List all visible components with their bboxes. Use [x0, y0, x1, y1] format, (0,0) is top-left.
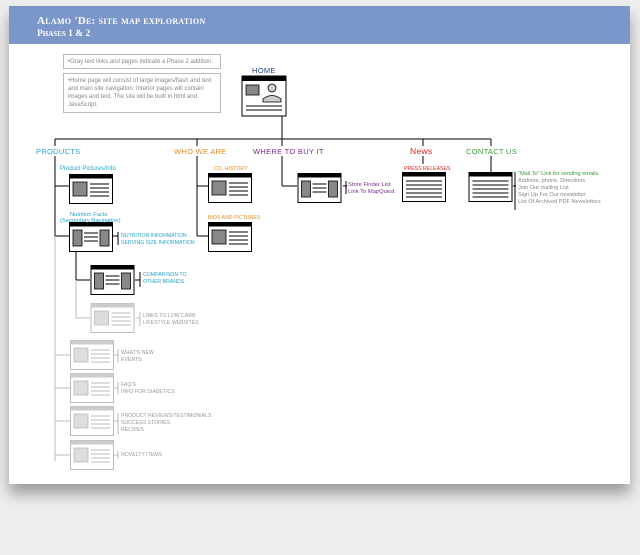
page-subtitle: Phases 1 & 2 [37, 29, 91, 39]
bios-label: BIOS AND PICTURES [208, 215, 261, 221]
nutrition-facts-label: Nutrition Facts [70, 212, 108, 218]
links-label-2: LIFESTYLE WEBSITES [143, 320, 199, 326]
secondary-navigation-label: (Secondary Navigation) [60, 218, 121, 224]
faq-page [70, 373, 114, 403]
home-label: HOME [252, 66, 276, 75]
page-title: Alamo 'De: site map exploration [37, 15, 206, 27]
nutrition-facts-page [69, 222, 113, 252]
where-to-buy-page [297, 173, 342, 203]
home-page [241, 75, 287, 117]
news-label: News [410, 146, 433, 156]
note-home-page: •Home page will consist of large images/… [63, 73, 221, 113]
product-pictures-page [69, 174, 113, 204]
novelty-page [70, 440, 114, 470]
links-page [90, 303, 135, 333]
contact-us-label: CONTACT US [466, 147, 518, 156]
novelty-label: NOVELTY ITEMS [121, 452, 163, 458]
links-label-1: LINKS TO LOW CARB [143, 313, 196, 319]
phase2-connectors [54, 236, 141, 461]
connectors [54, 116, 516, 287]
bios-page [208, 222, 252, 252]
press-releases-label: PRESS RELEASES [404, 166, 451, 172]
header-bar: Alamo 'De: site map exploration Phases 1… [9, 6, 630, 44]
address-label: Address, phone, Directions [518, 178, 586, 184]
comparison-label-2: OTHER BRANDS [143, 279, 185, 285]
events-label: EVENTS [121, 357, 142, 363]
success-stories-label: SUCCESS STORIES [121, 420, 171, 426]
whats-new-label: WHAT'S NEW [121, 350, 154, 356]
store-finder-label: Store Finder List [348, 182, 391, 188]
nutrition-information-label: NUTRITION INFORMATION [121, 233, 187, 239]
comparison-page [90, 265, 135, 295]
serving-size-label: SERVING SIZE INFORMATION [121, 240, 195, 246]
newsletter-label: Sign Up For Our newsletter [518, 192, 586, 198]
where-to-buy-label: WHERE TO BUY IT [253, 147, 324, 156]
product-pictures-label: Product Pictures/Info [60, 166, 116, 172]
news-page [402, 172, 446, 202]
whats-new-page [70, 340, 114, 370]
faq-label: FAQ'S [121, 382, 136, 388]
comparison-label-1: COMPARISON TO [143, 272, 187, 278]
archive-label: List Of Archived PDF Newsletters [518, 199, 601, 205]
reviews-label: PRODUCT REVIEWS/TESTIMONIALS [121, 413, 212, 419]
products-label: PRODUCTS [36, 147, 81, 156]
contact-page [468, 172, 513, 202]
recipes-label: RECIPES [121, 427, 144, 433]
mailing-list-label: Join Our mailing List [518, 185, 569, 191]
mapquest-label: Link To MapQuest [348, 189, 395, 195]
history-label: CO. HISTORY [214, 166, 248, 172]
history-page [208, 173, 252, 203]
mailto-label: "Mail To" Link for sending emails [518, 171, 599, 177]
reviews-page [70, 406, 114, 436]
who-we-are-label: WHO WE ARE [174, 147, 227, 156]
note-gray-text: •Gray text links and pages indicate a Ph… [63, 54, 221, 69]
diabetics-label: INFO FOR DIABETICS [121, 389, 175, 395]
